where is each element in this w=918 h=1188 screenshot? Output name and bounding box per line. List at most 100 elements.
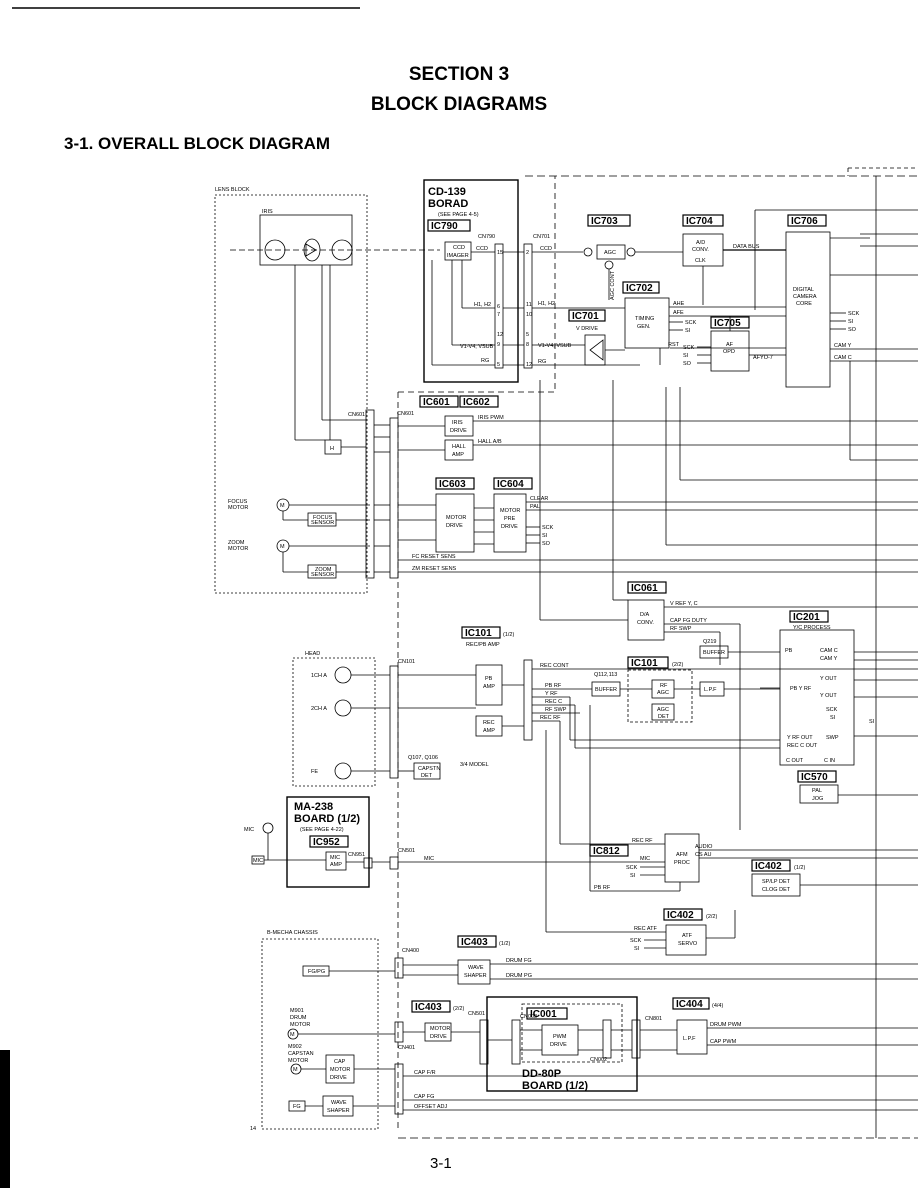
ic403b-box [411, 1000, 451, 1013]
ma238-ref: (SEE PAGE 4-22) [300, 827, 344, 833]
head-1ch-icon [334, 666, 352, 684]
pwm-drive-box [541, 1024, 579, 1056]
agc-det-box [651, 703, 675, 721]
sp-lp-2: CLOG DET [762, 887, 791, 893]
m902-2: CAPSTAN [288, 1051, 314, 1057]
v-drive-box [584, 334, 606, 366]
cn601-connector [389, 417, 399, 579]
cn801-label: CN801 [645, 1016, 662, 1022]
cn003-pins [511, 1019, 521, 1065]
buffer-q219-box [699, 645, 729, 659]
head-2ch-icon [334, 699, 352, 717]
hall-amp-1: HALL [452, 444, 466, 450]
ic402b-label: IC402 [667, 910, 694, 921]
ic604-label: IC604 [497, 479, 524, 490]
ic706-label: IC706 [791, 216, 818, 227]
data-bus-label: DATA BUS [733, 244, 760, 250]
ic601-label: IC601 [423, 397, 450, 408]
sck-m: SCK [542, 525, 554, 531]
pal-label: PAL [530, 504, 540, 510]
sck-a: SCK [626, 865, 638, 871]
dd80p-title-2: BOARD (1/2) [522, 1080, 588, 1092]
afm-proc-2: PROC [674, 860, 690, 866]
cn400-label: CN400 [402, 948, 419, 954]
agc-label: AGC [604, 250, 616, 256]
ad-conv-1: A/D [696, 240, 705, 246]
da-conv-1: D/A [640, 612, 650, 618]
cap-drive-2: MOTOR [330, 1067, 350, 1073]
q107-label: Q107, Q106 [408, 755, 438, 761]
cn101-connector [389, 665, 399, 779]
pin-number: 7 [497, 312, 500, 318]
dd80p-board-frame [486, 996, 638, 1092]
mdr-1: MOTOR [430, 1026, 450, 1032]
yc-process-label: Y/C PROCESS [793, 625, 831, 631]
ic201-box [789, 610, 829, 623]
cap-fr-label: CAP F/R [414, 1070, 436, 1076]
ic704-label: IC704 [686, 216, 713, 227]
motor-pre-drive-box [493, 493, 527, 553]
ic703-label: IC703 [591, 216, 618, 227]
fg-label: FG [293, 1104, 301, 1110]
mic-left-label: MIC [244, 827, 254, 833]
cn400-connector-b [394, 1021, 404, 1043]
pin-number: 12 [497, 332, 503, 338]
cap-drive-1: CAP [334, 1059, 346, 1065]
agc-box [596, 244, 626, 260]
pin-number: 15 [497, 250, 503, 256]
si-atf: SI [634, 946, 640, 952]
ic603-box [435, 477, 475, 490]
pin-number: 5 [497, 362, 500, 368]
ccd-imager-box [444, 241, 472, 261]
rf-swp-label: RF SWP [545, 707, 567, 713]
cn400-connector-c [394, 1063, 404, 1115]
rec-cont-label: REC CONT [540, 663, 569, 669]
fc-reset-label: FC RESET SENS [412, 554, 456, 560]
ic101b-frame [627, 669, 693, 723]
cn601b-label: CN601 [397, 411, 414, 417]
mic-icon [262, 822, 274, 834]
pwm-drive-1: PWM [553, 1034, 567, 1040]
ch2-label: 2CH A [311, 706, 327, 712]
mdr-2: DRIVE [430, 1034, 447, 1040]
head-fe-icon [334, 762, 352, 780]
drum-pg-label: DRUM PG [506, 973, 532, 979]
ws2-2: SHAPER [327, 1108, 350, 1114]
ch1-label: 1CH A [311, 673, 327, 679]
pb-label: PB [785, 648, 793, 654]
rf-agc-2: AGC [657, 690, 669, 696]
section-label: SECTION 3 [408, 64, 510, 85]
zoom-sensor-box [307, 564, 337, 579]
rst-label: RST [668, 342, 680, 348]
si-r: SI [848, 319, 854, 325]
ic101b-label: IC101 [631, 658, 658, 669]
hall-sensor-label: H [330, 446, 334, 452]
sck-atf: SCK [630, 938, 642, 944]
ic403a-label: IC403 [461, 937, 488, 948]
ic061-box [627, 581, 667, 594]
mic-b-label: MIC [424, 856, 434, 862]
y-rf-label: Y RF [545, 691, 558, 697]
ic403b-part: (2/2) [453, 1006, 464, 1012]
ma238-title-1: MA-238 [294, 801, 333, 813]
ic402b-box [663, 908, 703, 921]
ic403b-label: IC403 [415, 1002, 442, 1013]
agc-det-1: AGC [657, 707, 669, 713]
ic001-frame [521, 1003, 623, 1063]
ic952-box [309, 835, 349, 848]
cam-c-label: CAM C [834, 355, 852, 361]
capstan-motor-m: M [293, 1067, 298, 1073]
sck-tg: SCK [685, 320, 697, 326]
pin-number: 8 [526, 342, 529, 348]
iris-label: IRIS [262, 209, 273, 215]
focus-motor-label-2: MOTOR [228, 505, 248, 511]
m901-3: MOTOR [290, 1022, 310, 1028]
atf-servo-2: SERVO [678, 941, 698, 947]
dd80p-title-1: DD-80P [522, 1068, 561, 1080]
drum-pwm-label: DRUM PWM [710, 1022, 742, 1028]
pb-rf-label: PB RF [545, 683, 562, 689]
si-a: SI [630, 873, 636, 879]
rec-amp-1: REC [483, 720, 495, 726]
lens-block-label: LENS BLOCK [215, 187, 250, 193]
